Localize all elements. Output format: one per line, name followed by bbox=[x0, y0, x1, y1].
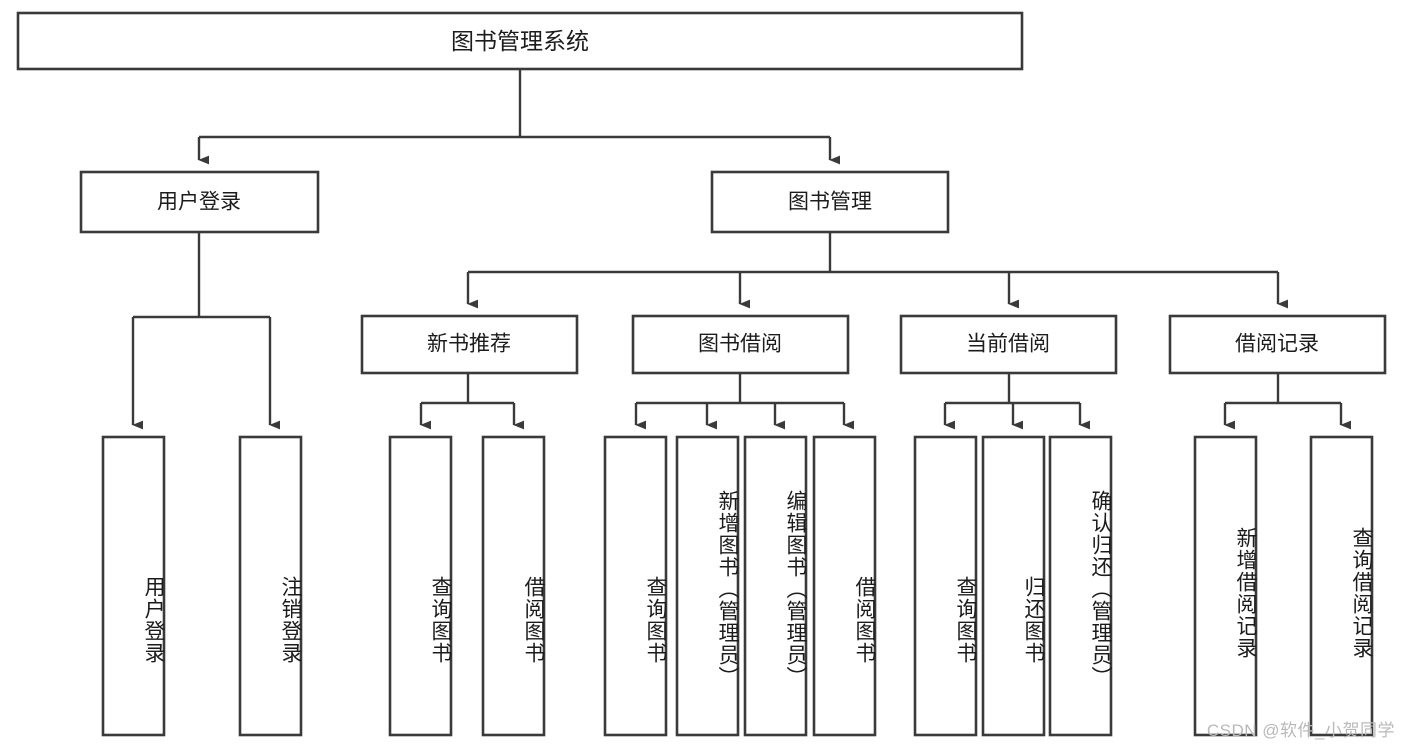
leaf-box-query-record[interactable] bbox=[1309, 435, 1374, 737]
node-book-borrow[interactable] bbox=[631, 314, 850, 375]
node-current-borrow-label: 当前借阅 bbox=[966, 333, 1050, 356]
leaf-box-add-book[interactable] bbox=[675, 435, 740, 737]
node-root[interactable] bbox=[16, 11, 1024, 71]
leaf-box-query-book-3[interactable] bbox=[913, 435, 978, 737]
leaf-box-borrow-book-2[interactable] bbox=[812, 435, 877, 737]
node-borrow-record[interactable] bbox=[1168, 314, 1387, 375]
leaf-box-logout-login[interactable] bbox=[238, 435, 303, 737]
node-user-login[interactable] bbox=[79, 170, 320, 234]
watermark-text: CSDN @软件_小贺同学 bbox=[1206, 721, 1395, 740]
leaf-box-add-record[interactable] bbox=[1193, 435, 1258, 737]
leaf-box-user-login[interactable] bbox=[101, 435, 166, 737]
node-borrow-record-label: 借阅记录 bbox=[1235, 333, 1319, 356]
node-book-management[interactable] bbox=[710, 170, 950, 234]
leaf-box-query-book-1[interactable] bbox=[388, 435, 453, 737]
leaf-box-return-book[interactable] bbox=[981, 435, 1046, 737]
node-current-borrow[interactable] bbox=[899, 314, 1118, 375]
node-new-book-recommend[interactable] bbox=[360, 314, 579, 375]
leaf-box-borrow-book-1[interactable] bbox=[481, 435, 546, 737]
leaf-box-confirm-return[interactable] bbox=[1048, 435, 1113, 737]
node-book-management-label: 图书管理 bbox=[788, 191, 872, 214]
leaf-box-query-book-2[interactable] bbox=[603, 435, 668, 737]
node-root-label: 图书管理系统 bbox=[451, 28, 589, 54]
node-new-book-recommend-label: 新书推荐 bbox=[427, 333, 511, 356]
leaf-box-edit-book[interactable] bbox=[743, 435, 808, 737]
node-book-borrow-label: 图书借阅 bbox=[698, 333, 782, 356]
node-user-login-label: 用户登录 bbox=[157, 191, 241, 214]
